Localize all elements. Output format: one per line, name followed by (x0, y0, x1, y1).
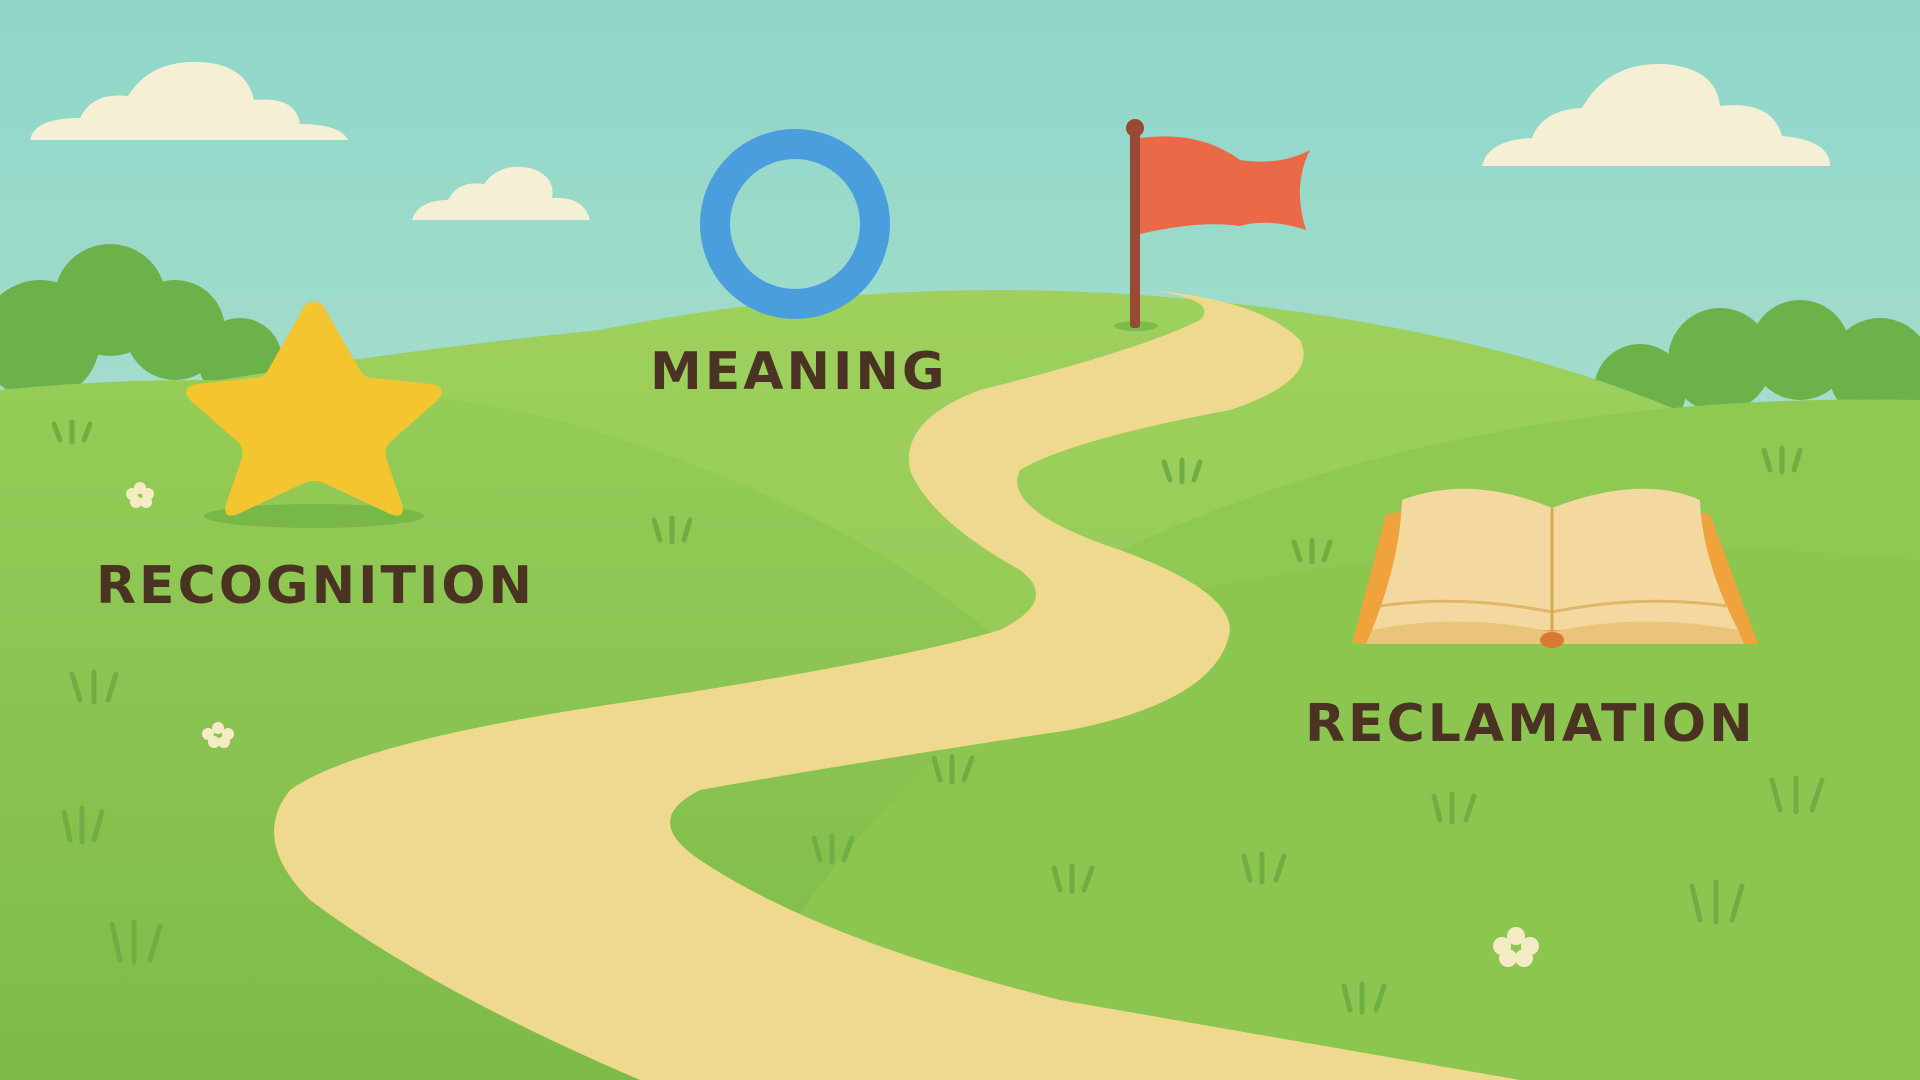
cloud-right (1482, 63, 1830, 166)
bushes-right (1594, 300, 1920, 436)
label-meaning: MEANING (650, 342, 948, 402)
flower-2 (202, 722, 234, 748)
cloud-small (412, 166, 590, 220)
winding-path (274, 290, 1520, 1080)
label-recognition: RECOGNITION (96, 556, 536, 616)
flower-1 (126, 482, 154, 508)
label-reclamation: RECLAMATION (1305, 694, 1756, 754)
flowers (126, 482, 1539, 967)
star-icon (186, 301, 442, 528)
grass-tufts (51, 419, 1825, 1015)
flower-3 (1493, 927, 1539, 967)
open-book-icon (1352, 488, 1758, 648)
hill-front-right (700, 546, 1920, 1080)
ring-icon (700, 129, 890, 319)
cloud-left (30, 61, 348, 140)
flag-icon (1114, 119, 1310, 331)
